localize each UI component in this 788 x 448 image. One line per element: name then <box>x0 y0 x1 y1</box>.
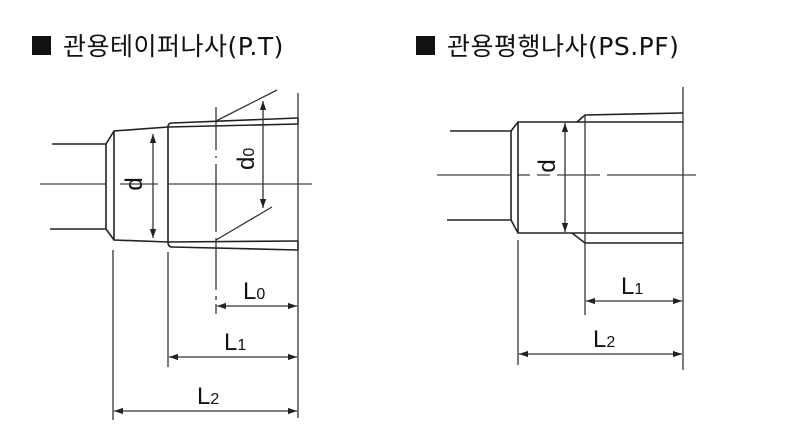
shank <box>50 143 107 230</box>
black-square-icon <box>32 35 51 55</box>
label-L2: L2 <box>197 383 219 410</box>
label-d: d <box>534 159 561 172</box>
label-d0: d0 <box>233 148 260 170</box>
svg-text:d0: d0 <box>233 148 260 170</box>
thread-body <box>510 112 684 315</box>
thread-end <box>105 126 169 243</box>
parallel-thread-diagram: d L1 L2 <box>437 87 696 370</box>
taper-line-top <box>215 89 278 122</box>
title-parallel-thread: 관용평행나사(PS.PF) <box>416 27 679 63</box>
label-L1: L1 <box>224 329 246 356</box>
title-text-left: 관용테이퍼나사(P.T) <box>63 32 284 61</box>
label-L1: L1 <box>621 273 643 300</box>
title-text-right: 관용평행나사(PS.PF) <box>447 32 680 61</box>
black-square-icon <box>416 35 435 55</box>
taper-line-bottom <box>215 206 273 241</box>
title-taper-thread: 관용테이퍼나사(P.T) <box>32 27 284 63</box>
label-L2: L2 <box>593 326 615 353</box>
label-d: d <box>121 177 148 190</box>
label-L0: L0 <box>243 278 265 305</box>
shank <box>447 130 512 221</box>
taper-thread-diagram: d d0 L0 L1 L2 <box>40 89 312 420</box>
